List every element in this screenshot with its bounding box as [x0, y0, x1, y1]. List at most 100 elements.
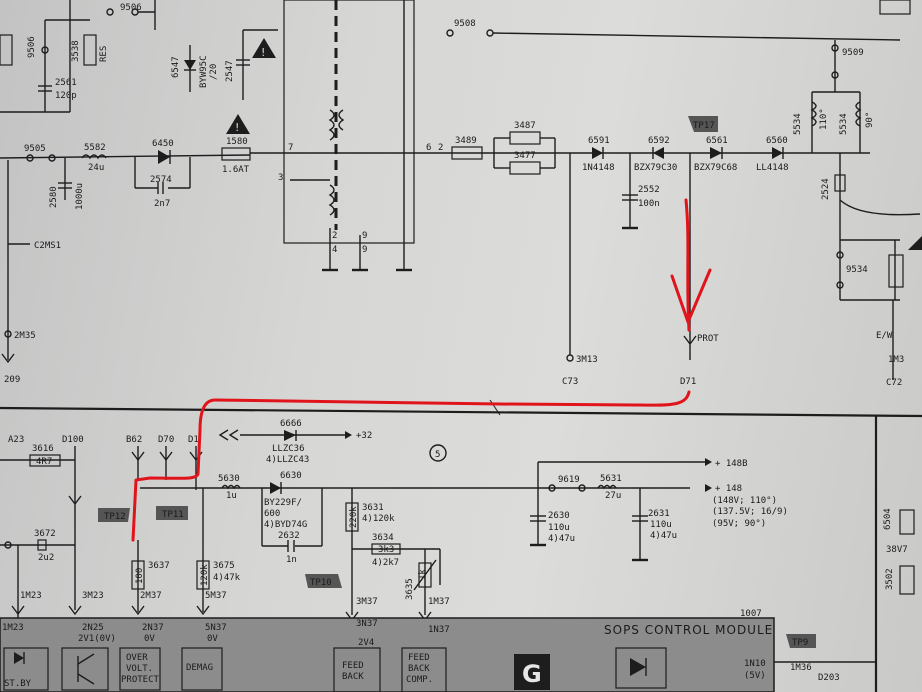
svg-text:B62: B62	[126, 435, 142, 445]
testpoint-tp11	[156, 506, 188, 520]
svg-text:6504: 6504	[883, 508, 893, 530]
svg-text:9: 9	[362, 231, 367, 241]
svg-text:1N4148: 1N4148	[582, 163, 615, 173]
svg-text:6561: 6561	[706, 136, 728, 146]
svg-text:5N37: 5N37	[205, 623, 227, 633]
svg-text:FEED: FEED	[342, 661, 364, 671]
svg-text:6592: 6592	[648, 136, 670, 146]
svg-text:6547: 6547	[171, 56, 181, 78]
sops-control-module: SOPS CONTROL MODULE 1M23 2N25 2V1(0V) 2N…	[0, 617, 775, 692]
svg-text:3k3: 3k3	[378, 545, 394, 555]
svg-text:100n: 100n	[638, 199, 660, 209]
svg-text:5534: 5534	[839, 113, 849, 135]
svg-text:COMP.: COMP.	[406, 675, 433, 685]
svg-text:VOLT.: VOLT.	[126, 664, 153, 674]
svg-text:OVER: OVER	[126, 653, 148, 663]
svg-text:1.6AT: 1.6AT	[222, 165, 250, 175]
svg-text:1580: 1580	[226, 137, 248, 147]
svg-text:(95V; 90°): (95V; 90°)	[712, 519, 766, 529]
transistor-block	[61, 647, 109, 691]
right-top-section: 5534 110° 5534 90° 2524 9534 E/W 1M3 C72	[793, 91, 922, 388]
svg-text:D100: D100	[62, 435, 84, 445]
svg-text:9619: 9619	[558, 475, 580, 485]
svg-text:220k: 220k	[349, 506, 359, 528]
svg-text:1M37: 1M37	[428, 597, 450, 607]
svg-text:2V4: 2V4	[358, 638, 374, 648]
svg-text:3634: 3634	[372, 533, 394, 543]
svg-text:(148V; 110°): (148V; 110°)	[712, 496, 777, 506]
svg-text:4)47k: 4)47k	[213, 573, 241, 583]
svg-text:3672: 3672	[34, 529, 56, 539]
svg-text:+ 148B: + 148B	[715, 459, 748, 469]
warning-icon	[252, 38, 276, 58]
svg-text:4)47u: 4)47u	[548, 534, 575, 544]
svg-text:!: !	[261, 46, 265, 59]
svg-text:1n: 1n	[286, 555, 297, 565]
svg-text:LL4148: LL4148	[756, 163, 789, 173]
warning-icon-2	[226, 114, 250, 134]
svg-text:5: 5	[435, 450, 440, 460]
testpoint-tp17	[688, 116, 718, 132]
left-column: C2MS1 2M35 209 3M13 C73 PROT D71	[1, 160, 719, 387]
svg-text:BZX79C30: BZX79C30	[634, 163, 677, 173]
svg-text:E/W: E/W	[876, 331, 893, 341]
svg-text:9505: 9505	[24, 144, 46, 154]
svg-text:DEMAG: DEMAG	[186, 663, 213, 673]
svg-text:3675: 3675	[213, 561, 235, 571]
svg-text:100: 100	[135, 568, 145, 584]
svg-text:BACK: BACK	[408, 664, 430, 674]
svg-text:5534: 5534	[793, 113, 803, 135]
svg-text:3538: 3538	[71, 40, 81, 62]
svg-text:90°: 90°	[865, 112, 875, 128]
svg-text:G: G	[522, 660, 542, 688]
svg-text:+32: +32	[356, 431, 372, 441]
svg-text:600: 600	[264, 509, 280, 519]
svg-text:(5V): (5V)	[744, 671, 766, 681]
top-left-section: 9506 9506 3538 RES 2561 120p	[0, 0, 156, 113]
svg-text:9534: 9534	[846, 265, 868, 275]
svg-text:1N37: 1N37	[428, 625, 450, 635]
svg-text:D1: D1	[188, 435, 199, 445]
svg-text:D71: D71	[680, 377, 696, 387]
svg-text:6591: 6591	[588, 136, 610, 146]
svg-text:3637: 3637	[148, 561, 170, 571]
svg-text:2N25: 2N25	[82, 623, 104, 633]
svg-text:PROTECT: PROTECT	[121, 675, 160, 685]
svg-text:1k: 1k	[418, 569, 428, 580]
svg-text:A23: A23	[8, 435, 24, 445]
svg-text:110u: 110u	[548, 523, 570, 533]
lower-section: A23 3616 4R7 D100 B62 D70 D1 6666 LLZC36…	[0, 419, 915, 683]
svg-text:+ 148: + 148	[715, 484, 742, 494]
label-9506: 9506	[120, 3, 142, 13]
testpoint-tp12	[98, 508, 130, 522]
svg-text:4)47u: 4)47u	[650, 531, 677, 541]
svg-text:4)BYD74G: 4)BYD74G	[264, 520, 307, 530]
svg-text:D203: D203	[818, 673, 840, 683]
svg-text:FEED: FEED	[408, 653, 430, 663]
svg-text:1007: 1007	[740, 609, 762, 619]
diode-6547-area: 6547 BYW95C /20 2547 !	[171, 29, 278, 100]
svg-text:3: 3	[278, 173, 283, 183]
svg-text:3477: 3477	[514, 151, 536, 161]
svg-text:2631: 2631	[648, 509, 670, 519]
svg-text:2632: 2632	[278, 531, 300, 541]
svg-text:3M23: 3M23	[82, 591, 104, 601]
rail-9508: 9508 9509	[446, 0, 911, 92]
svg-text:209: 209	[4, 375, 20, 385]
svg-text:BZX79C68: BZX79C68	[694, 163, 737, 173]
svg-text:4)120k: 4)120k	[362, 514, 395, 524]
svg-text:3616: 3616	[32, 444, 54, 454]
svg-text:RES: RES	[99, 46, 109, 62]
svg-text:120k: 120k	[200, 564, 210, 586]
svg-text:2574: 2574	[150, 175, 172, 185]
svg-text:24u: 24u	[88, 163, 104, 173]
svg-text:5582: 5582	[84, 143, 106, 153]
svg-text:PROT: PROT	[697, 334, 719, 344]
svg-text:/20: /20	[209, 64, 219, 80]
svg-text:3635: 3635	[405, 578, 415, 600]
svg-text:2n7: 2n7	[154, 199, 170, 209]
svg-text:1M23: 1M23	[2, 623, 24, 633]
svg-text:1M23: 1M23	[20, 591, 42, 601]
svg-text:4R7: 4R7	[36, 457, 52, 467]
svg-text:TP17: TP17	[693, 121, 715, 131]
